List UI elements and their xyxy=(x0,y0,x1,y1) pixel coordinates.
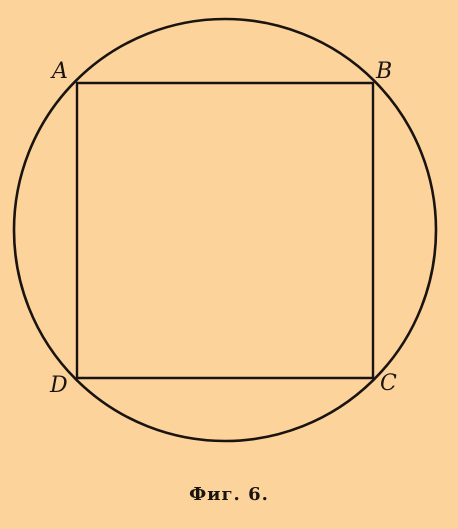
vertex-label-a: A xyxy=(50,59,68,84)
inscribed-square xyxy=(75,81,375,380)
circumscribed-circle xyxy=(12,17,438,443)
figure-caption: Фиг. 6. xyxy=(189,484,269,505)
vertex-label-c: C xyxy=(380,371,397,396)
vertex-label-d: D xyxy=(49,373,68,398)
vertex-label-b: B xyxy=(375,59,392,84)
